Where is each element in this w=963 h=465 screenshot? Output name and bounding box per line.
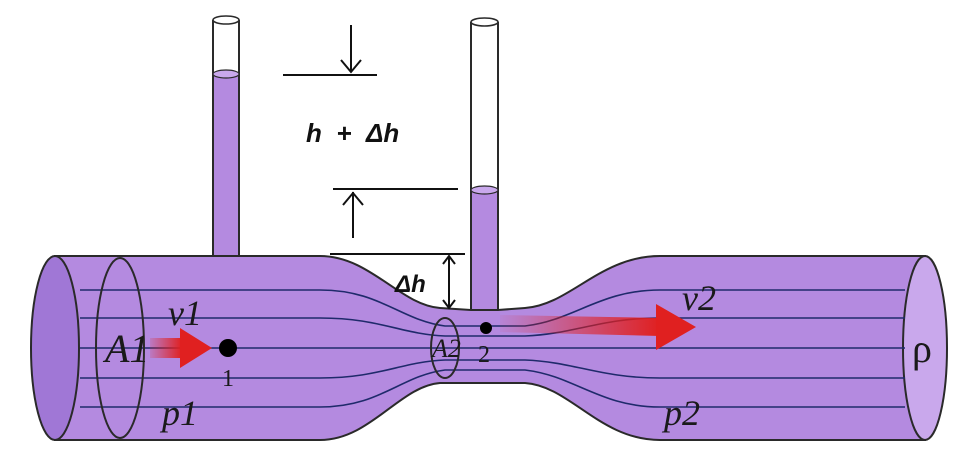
label-v1: v1 (168, 293, 202, 333)
label-h-plus-delta-h: h + Δh (306, 118, 399, 148)
flow-arrow-2 (500, 304, 696, 350)
point-2-dot (480, 322, 492, 334)
label-v2: v2 (682, 278, 716, 318)
point-1-dot (219, 339, 237, 357)
pipe-left-end (30, 255, 80, 441)
label-a2: A2 (430, 334, 461, 363)
cross-section-a2 (430, 317, 460, 379)
label-point-2: 2 (478, 342, 490, 368)
label-rho: ρ (912, 326, 932, 371)
label-delta-h: Δh (394, 271, 426, 298)
height-annotation (283, 25, 465, 310)
cross-section-a1 (95, 257, 145, 439)
label-p2: p2 (661, 393, 700, 433)
label-p1: p1 (159, 393, 198, 433)
flow-arrow-1 (150, 328, 212, 368)
label-point-1: 1 (222, 366, 234, 392)
manometer-tube-1 (212, 15, 240, 264)
manometer-tube-2 (470, 17, 499, 310)
label-a1: A1 (102, 326, 149, 371)
